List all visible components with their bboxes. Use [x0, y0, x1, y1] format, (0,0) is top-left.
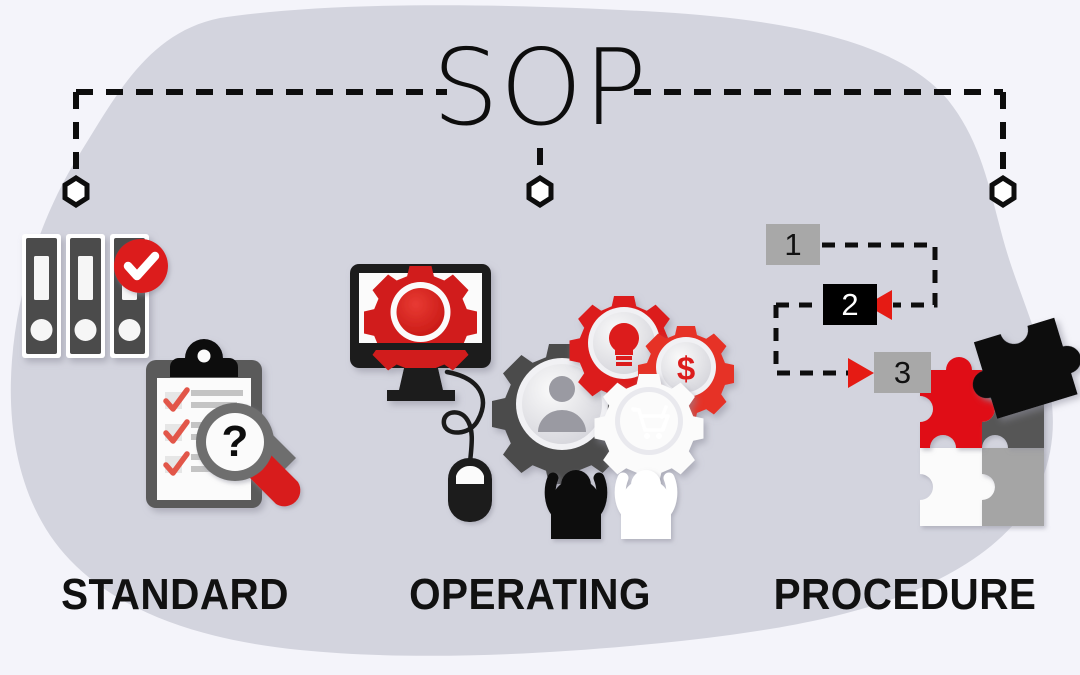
label-standard: STANDARD	[61, 570, 289, 619]
flow-step-3: 3	[874, 352, 931, 393]
label-operating: OPERATING	[409, 570, 651, 619]
flow-step-1: 1	[766, 224, 820, 265]
flow-step-2: 2	[823, 284, 877, 325]
label-procedure: PROCEDURE	[773, 570, 1037, 619]
page-title: SOP	[432, 27, 648, 149]
